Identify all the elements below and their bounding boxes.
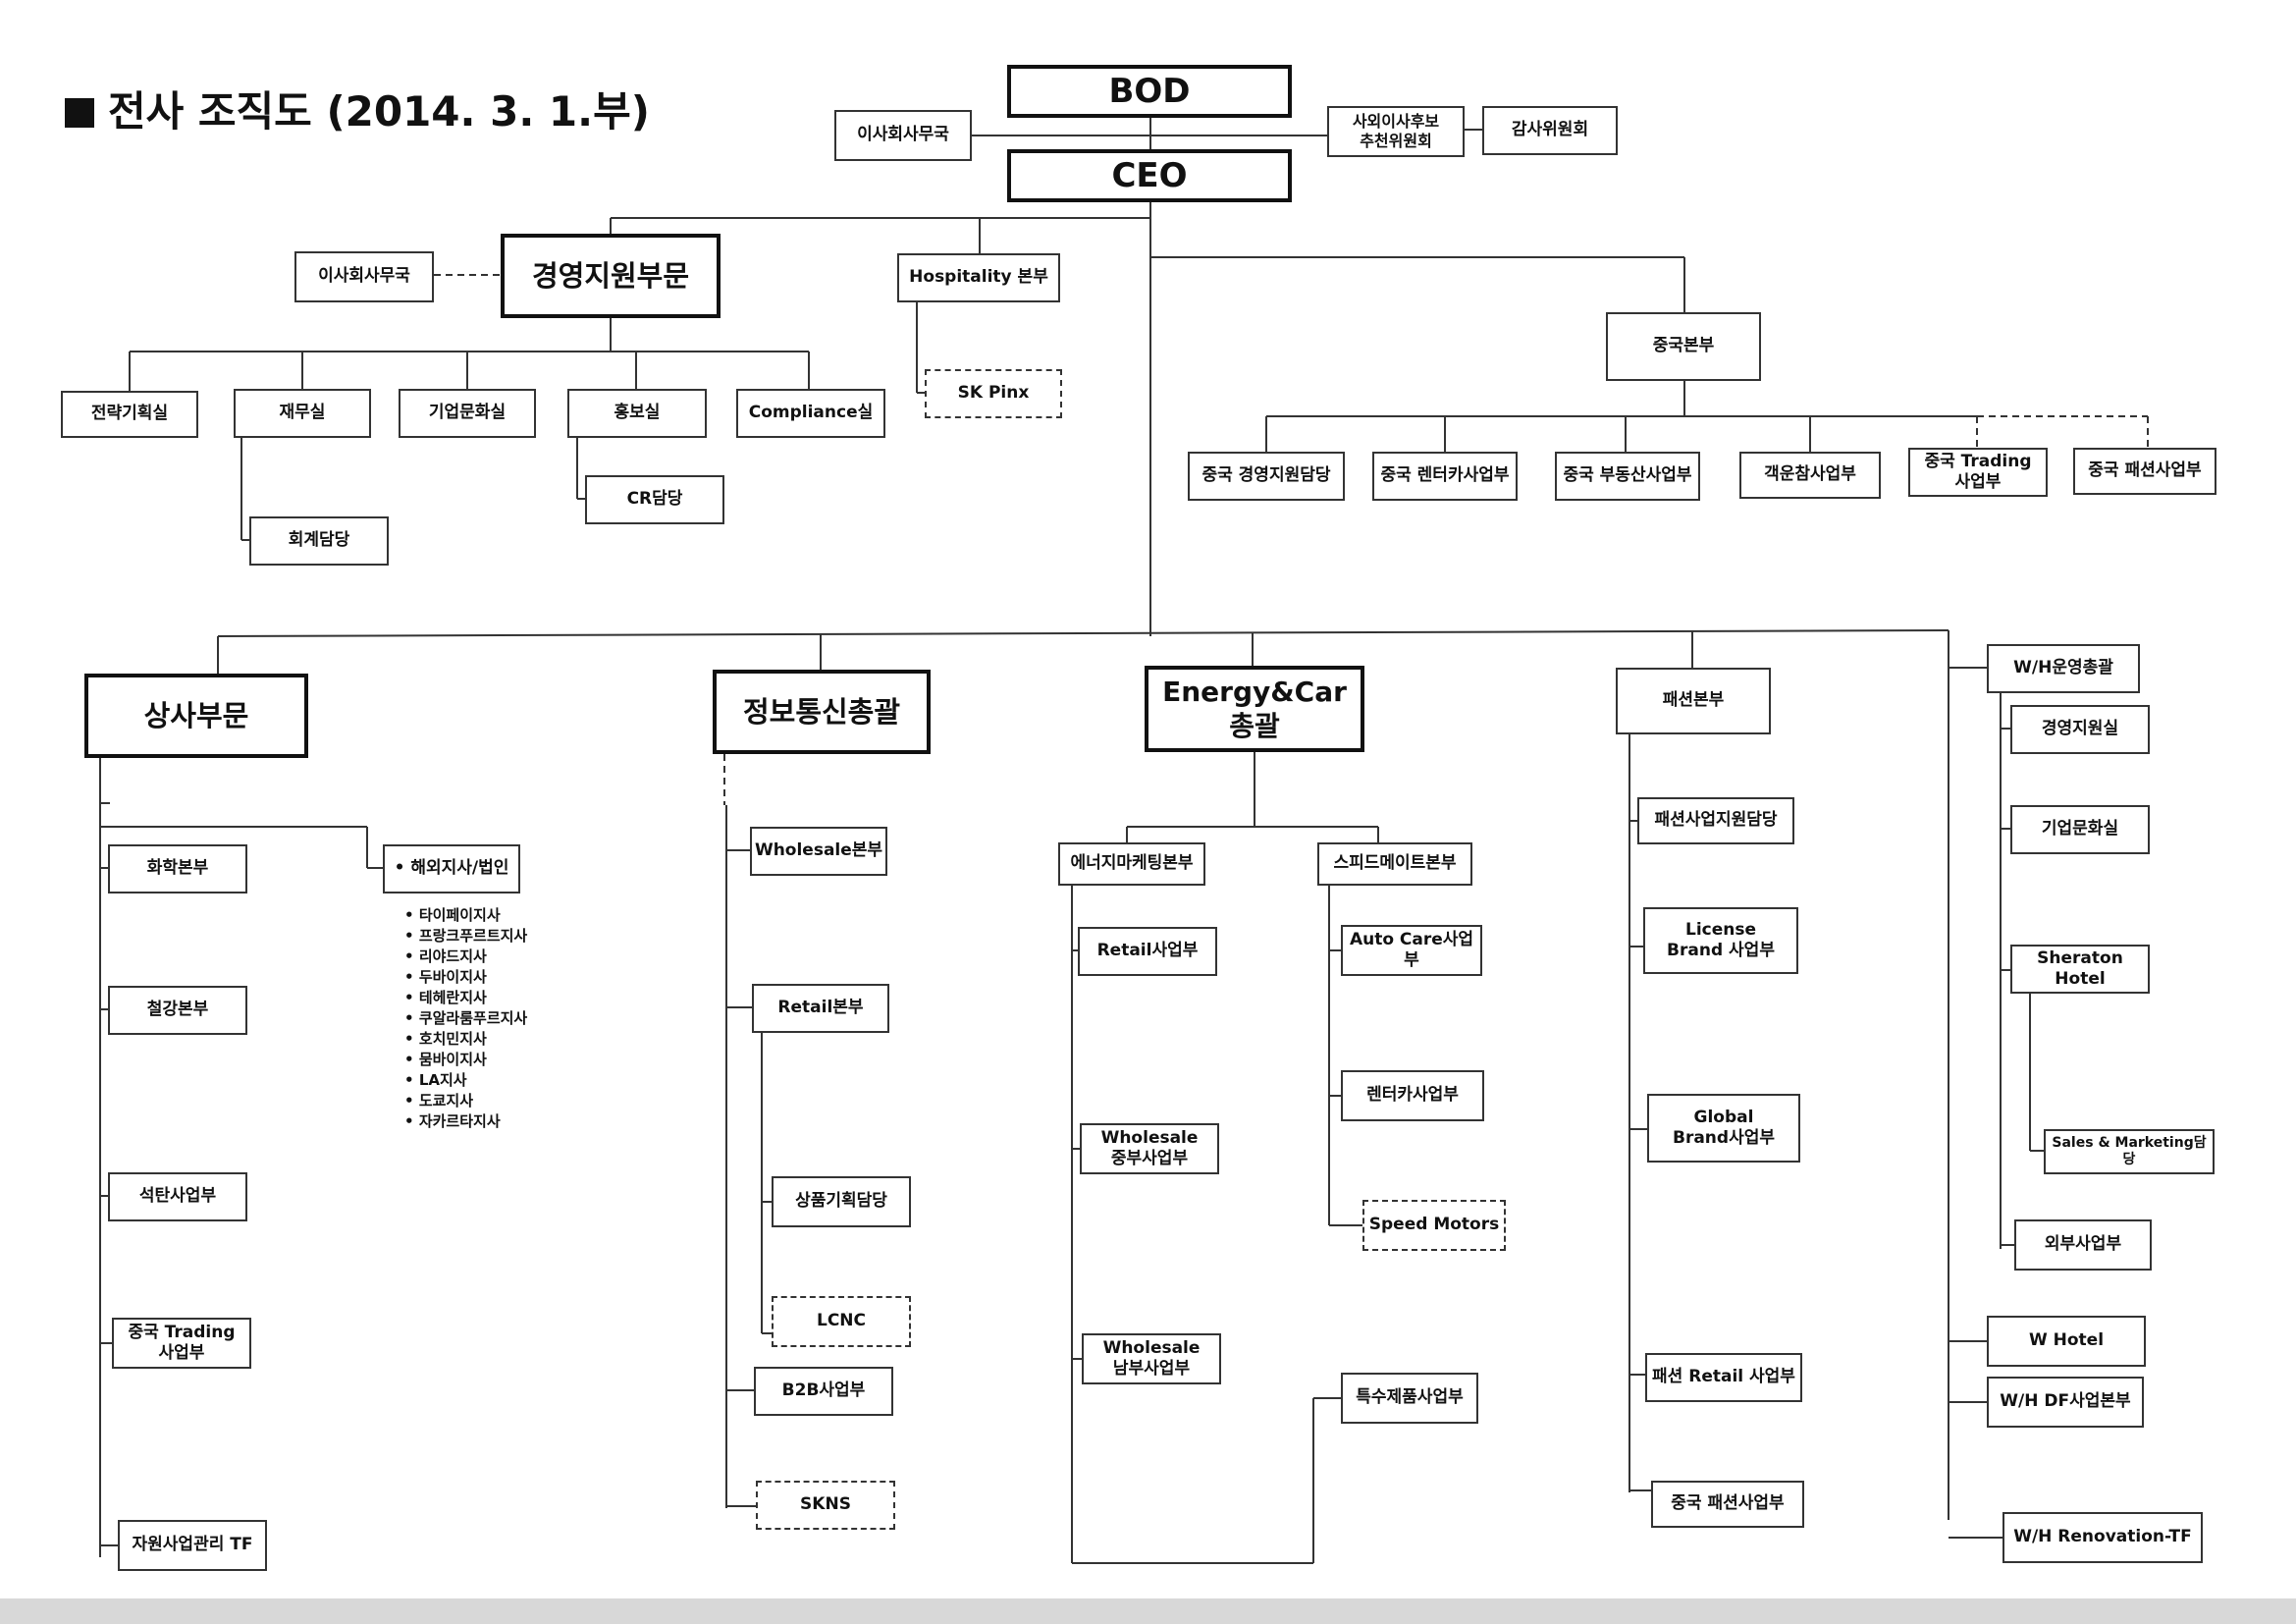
wh-mgmt-support-box: 경영지원실 bbox=[2010, 705, 2150, 754]
china-passenger-box: 객운참사업부 bbox=[1739, 452, 1881, 499]
wholesale-central-box: Wholesale 중부사업부 bbox=[1080, 1123, 1219, 1174]
energy-retail-box: Retail사업부 bbox=[1078, 927, 1217, 976]
branch-item: 리야드지사 bbox=[404, 947, 527, 967]
china-mgmt-support-box: 중국 경영지원담당 bbox=[1188, 452, 1345, 501]
page-title-text: 전사 조직도 (2014. 3. 1.부) bbox=[108, 87, 650, 135]
trading-division-box: 상사부문 bbox=[84, 674, 308, 758]
w-hotel-box: W Hotel bbox=[1987, 1316, 2146, 1367]
ict-wholesale-box: Wholesale본부 bbox=[750, 827, 887, 876]
energy-marketing-box: 에너지마케팅본부 bbox=[1058, 842, 1205, 886]
coal-business-box: 석탄사업부 bbox=[108, 1172, 247, 1221]
nomination-committee-box: 사외이사후보 추천위원회 bbox=[1327, 106, 1465, 157]
branch-item: 테헤란지사 bbox=[404, 988, 527, 1008]
steel-hq-box: 철강본부 bbox=[108, 986, 247, 1035]
fashion-hq-box: 패션본부 bbox=[1616, 668, 1771, 734]
bod-box: BOD bbox=[1007, 65, 1292, 118]
audit-committee-box: 감사위원회 bbox=[1482, 106, 1618, 155]
b2b-box: B2B사업부 bbox=[754, 1367, 893, 1416]
rentacar-box: 렌터카사업부 bbox=[1341, 1070, 1484, 1121]
china-rentacar-box: 중국 렌터카사업부 bbox=[1372, 452, 1518, 501]
branch-item: 프랑크푸르트지사 bbox=[404, 926, 527, 947]
corporate-culture-box: 기업문화실 bbox=[399, 389, 536, 438]
autocare-box: Auto Care사업부 bbox=[1341, 925, 1482, 976]
branch-item: 두바이지사 bbox=[404, 967, 527, 988]
branch-item: 호치민지사 bbox=[404, 1029, 527, 1050]
china-hq-box: 중국본부 bbox=[1606, 312, 1761, 381]
wh-division-box: W/H운영총괄 bbox=[1987, 644, 2140, 693]
branch-item: 쿠알라룸푸르지사 bbox=[404, 1008, 527, 1029]
square-bullet-icon bbox=[65, 98, 94, 128]
energy-car-division-box: Energy&Car 총괄 bbox=[1145, 666, 1364, 752]
board-office-box: 이사회사무국 bbox=[834, 110, 972, 161]
trading-china-box: 중국 Trading 사업부 bbox=[112, 1318, 251, 1369]
fashion-retail-box: 패션 Retail 사업부 bbox=[1645, 1353, 1802, 1402]
china-trading-box: 중국 Trading 사업부 bbox=[1908, 448, 2048, 497]
china-fashion-box: 중국 패션사업부 bbox=[2073, 448, 2216, 495]
china-fashion-unit-box: 중국 패션사업부 bbox=[1651, 1481, 1804, 1528]
speed-motors-box: Speed Motors bbox=[1362, 1200, 1506, 1251]
branch-item: 자카르타지사 bbox=[404, 1111, 527, 1132]
branch-item: 타이페이지사 bbox=[404, 905, 527, 926]
resources-tf-box: 자원사업관리 TF bbox=[118, 1520, 267, 1571]
skns-box: SKNS bbox=[756, 1481, 895, 1530]
accounting-box: 회계담당 bbox=[249, 516, 389, 566]
wh-culture-box: 기업문화실 bbox=[2010, 805, 2150, 854]
chemical-hq-box: 화학본부 bbox=[108, 844, 247, 893]
product-planning-box: 상품기획담당 bbox=[772, 1176, 911, 1227]
overseas-branch-list: 타이페이지사 프랑크푸르트지사 리야드지사 두바이지사 테헤란지사 쿠알라룸푸르… bbox=[404, 905, 527, 1132]
global-brand-box: Global Brand사업부 bbox=[1647, 1094, 1800, 1163]
hospitality-box: Hospitality 본부 bbox=[897, 253, 1060, 302]
special-products-box: 특수제품사업부 bbox=[1341, 1373, 1478, 1424]
ceo-box: CEO bbox=[1007, 149, 1292, 202]
ict-retail-box: Retail본부 bbox=[752, 984, 889, 1033]
sales-marketing-box: Sales & Marketing담당 bbox=[2044, 1129, 2215, 1174]
speedmate-box: 스피드메이트본부 bbox=[1317, 842, 1472, 886]
external-business-box: 외부사업부 bbox=[2014, 1219, 2152, 1271]
branch-item: LA지사 bbox=[404, 1070, 527, 1091]
page-title: 전사 조직도 (2014. 3. 1.부) bbox=[65, 79, 650, 138]
mgmt-board-office-box: 이사회사무국 bbox=[294, 251, 434, 302]
license-brand-box: License Brand 사업부 bbox=[1643, 907, 1798, 974]
china-realestate-box: 중국 부동산사업부 bbox=[1555, 452, 1700, 501]
mgmt-support-division-box: 경영지원부문 bbox=[501, 234, 721, 318]
branch-item: 뭄바이지사 bbox=[404, 1050, 527, 1070]
compliance-box: Compliance실 bbox=[736, 389, 885, 438]
fashion-support-box: 패션사업지원담당 bbox=[1637, 797, 1794, 844]
scan-bottom-edge bbox=[0, 1598, 2296, 1624]
finance-box: 재무실 bbox=[234, 389, 371, 438]
pr-box: 홍보실 bbox=[567, 389, 707, 438]
sheraton-hotel-box: Sheraton Hotel bbox=[2010, 945, 2150, 994]
overseas-branches-box: • 해외지사/법인 bbox=[383, 844, 520, 893]
sk-pinx-box: SK Pinx bbox=[925, 369, 1062, 418]
branch-item: 도쿄지사 bbox=[404, 1091, 527, 1111]
strategy-planning-box: 전략기획실 bbox=[61, 391, 198, 438]
ict-division-box: 정보통신총괄 bbox=[713, 670, 931, 754]
wh-df-box: W/H DF사업본부 bbox=[1987, 1377, 2144, 1428]
wh-renovation-tf-box: W/H Renovation-TF bbox=[2002, 1512, 2203, 1563]
wholesale-south-box: Wholesale 남부사업부 bbox=[1082, 1333, 1221, 1384]
cr-box: CR담당 bbox=[585, 475, 724, 524]
lcnc-box: LCNC bbox=[772, 1296, 911, 1347]
